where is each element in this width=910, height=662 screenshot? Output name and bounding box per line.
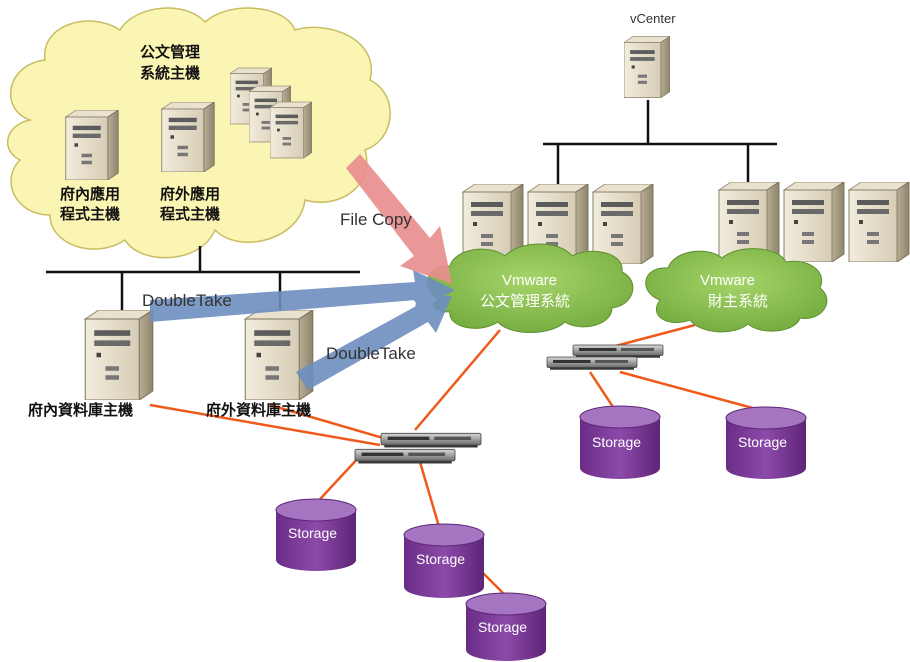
doc-server-icon [270,101,312,159]
vmware-doc-label-line1: Vmware [502,272,558,289]
storage-cylinder [465,592,547,661]
storage-cylinder [275,498,357,571]
outer-app-label-line1: 府外應用 [160,185,221,203]
vcenter-server-icon [624,36,670,98]
switches-left [354,432,482,464]
esx-server-icon [848,182,910,262]
outer-db-label: 府外資料庫主機 [206,401,312,419]
vmware-doc-label-line2: 公文管理系統 [480,293,571,310]
storage-cylinder [725,406,807,479]
vmware-fin-cloud [645,248,828,333]
storage-label: Storage [288,525,338,541]
switch-icon [572,344,664,359]
doubletake-arrows [150,270,455,390]
storage-label: Storage [592,434,642,450]
inner-app-label-line1: 府內應用 [60,185,121,203]
san-links [149,323,761,601]
db-servers [84,310,314,400]
storage-cylinder [403,523,485,598]
vmware-doc-cloud [427,243,634,333]
storage-label: Storage [738,434,788,450]
doubletake-label-2: DoubleTake [326,344,416,363]
switch-icon [354,448,456,464]
inner-db-server-icon [84,310,154,400]
doc-system-title-line2: 系統主機 [140,64,201,82]
vmware-fin-label-line2: 財主系統 [708,293,769,310]
outer-db-server-icon [244,310,314,400]
switch-icon [380,432,482,448]
file-copy-arrow [346,154,452,284]
vmware-fin-label-line1: Vmware [700,272,756,289]
inner-app-server-icon [65,110,119,180]
switch-icon [546,356,638,371]
inner-db-label: 府內資料庫主機 [28,401,134,419]
storage-label: Storage [478,619,528,635]
storage-cylinder [579,405,661,479]
doubletake-arrow-2 [296,296,452,390]
doubletake-label-1: DoubleTake [142,291,232,310]
file-copy-label: File Copy [340,210,412,229]
switches-right [546,344,664,371]
doc-system-title-line1: 公文管理 [140,43,201,61]
inner-app-label-line2: 程式主機 [60,205,121,223]
outer-app-server-icon [161,102,215,172]
storage-cylinders [275,405,807,661]
lan-lines [46,100,777,312]
esx-server-icon [783,182,845,262]
vcenter-label: vCenter [630,11,676,26]
outer-app-label-line2: 程式主機 [160,205,221,223]
doubletake-arrow-1 [150,270,455,322]
storage-label: Storage [416,551,466,567]
